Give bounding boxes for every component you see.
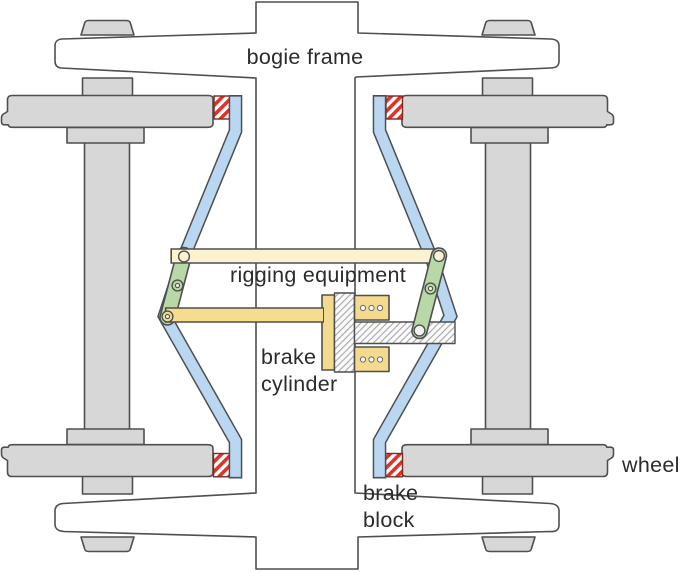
brake-block-top-left — [213, 95, 232, 120]
label-brake-cylinder-line2: cylinder — [261, 372, 338, 396]
axle-cap-bottom-right — [481, 536, 536, 553]
axle-cap-bottom-left — [80, 536, 135, 553]
pivot-pins — [161, 249, 446, 337]
wheel-top-right — [401, 77, 615, 144]
axle-cap-top-right — [481, 19, 536, 36]
axle-left — [83, 134, 131, 438]
label-brake-block-line2: block — [363, 508, 415, 532]
wheel-bottom-right — [401, 428, 615, 495]
wheel-bottom-left — [0, 428, 214, 495]
label-brake-block-line1: brake — [363, 481, 418, 505]
brake-block-bottom-left — [212, 452, 232, 478]
bogie-frame-outline — [54, 1, 560, 570]
label-brake-cylinder-line1: brake — [261, 345, 316, 369]
brake-cylinder-body — [321, 292, 390, 373]
brake-lever-right — [372, 95, 458, 479]
brake-block-bottom-right — [384, 452, 404, 478]
brake-block-top-right — [385, 95, 404, 120]
label-bogie-frame: bogie frame — [247, 45, 364, 69]
label-rigging-equipment: rigging equipment — [230, 263, 406, 287]
axle-right — [484, 134, 532, 438]
cylinder-end-wall — [321, 294, 336, 371]
cylinder-bolts — [359, 304, 384, 363]
label-wheel: wheel — [621, 453, 680, 477]
piston-plate — [333, 292, 356, 373]
wheel-top-left — [0, 77, 214, 144]
axle-cap-top-left — [80, 19, 135, 36]
piston-rod — [353, 321, 456, 345]
